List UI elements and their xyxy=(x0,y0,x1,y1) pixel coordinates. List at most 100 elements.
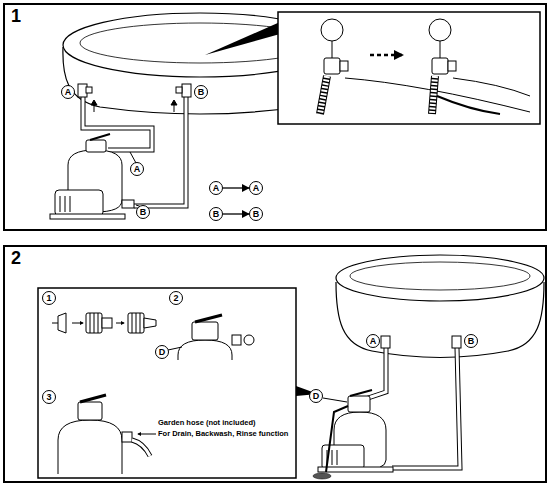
callout-circle: D xyxy=(309,389,323,403)
sand-filter xyxy=(86,140,106,152)
sand-filter xyxy=(350,390,372,396)
callout-text: A xyxy=(250,182,262,194)
step-panel: 1A B A B A A B B xyxy=(3,3,547,231)
valve-detail xyxy=(432,76,435,114)
callout-circle: A xyxy=(209,181,223,195)
callout-text: A xyxy=(367,335,379,347)
sand-filter xyxy=(348,396,370,412)
valve-top xyxy=(178,340,232,360)
connector-arrow xyxy=(223,187,249,188)
valve-with-hose xyxy=(58,395,150,474)
valve-detail xyxy=(320,76,327,114)
plug-and-fitting xyxy=(52,323,58,324)
valve-detail xyxy=(453,78,530,96)
valve-top xyxy=(232,335,241,345)
pointer-wedge xyxy=(205,22,280,55)
pool xyxy=(336,255,544,301)
callout-text: B xyxy=(195,86,207,98)
callout-circle: 3 xyxy=(42,390,56,404)
valve-top xyxy=(192,322,218,340)
inset-frame xyxy=(38,288,296,478)
hose-fitting xyxy=(452,336,461,348)
callout-circle: B xyxy=(209,207,223,221)
valve-detail xyxy=(324,58,340,74)
water-puddle xyxy=(313,473,331,479)
valve-with-hose xyxy=(80,395,106,402)
leader-line xyxy=(130,152,142,207)
drain-hose xyxy=(323,398,348,472)
callout-circle: A xyxy=(249,181,263,195)
callout-circle: 2 xyxy=(169,291,183,305)
plug-and-fitting xyxy=(144,318,156,328)
valve-detail xyxy=(320,76,327,114)
callout-text: D xyxy=(156,346,168,358)
callout-circle: 1 xyxy=(42,291,56,305)
callout-text: 1 xyxy=(43,292,55,304)
callout-circle: D xyxy=(155,345,169,359)
hose-fitting xyxy=(78,84,191,97)
valve-detail xyxy=(340,61,348,71)
callout-text: B xyxy=(465,335,477,347)
hose-fitting xyxy=(86,87,92,93)
callout-text: A xyxy=(62,86,74,98)
pool xyxy=(350,262,530,290)
note-arrow xyxy=(138,434,156,435)
sand-filter xyxy=(60,196,70,212)
hose xyxy=(392,348,460,468)
callout-circle: B xyxy=(464,334,478,348)
callout-text: 3 xyxy=(43,391,55,403)
valve-detail xyxy=(432,58,448,74)
plug-and-fitting xyxy=(116,323,124,324)
sand-filter xyxy=(122,200,134,208)
flow-arrow xyxy=(91,100,97,105)
plug-and-fitting xyxy=(90,313,98,333)
step-number: 1 xyxy=(11,6,21,27)
valve-with-hose xyxy=(78,402,102,420)
hose xyxy=(134,97,186,206)
sand-filter xyxy=(50,134,134,219)
valve-top xyxy=(168,315,254,360)
dashed-arrow xyxy=(370,55,402,56)
callout-text: A xyxy=(131,163,143,175)
plug-and-fitting xyxy=(52,313,156,333)
callout-circle: A xyxy=(61,85,75,99)
callout-circle: B xyxy=(249,207,263,221)
valve-detail xyxy=(437,96,500,114)
callout-text: B xyxy=(210,208,222,220)
plug-and-fitting xyxy=(58,313,66,333)
valve-detail xyxy=(448,61,456,71)
note-text: For Drain, Backwash, Rinse function xyxy=(158,429,308,439)
hose-fitting xyxy=(176,87,182,93)
valve-top xyxy=(168,347,182,350)
pool xyxy=(336,255,544,358)
plug-and-fitting xyxy=(128,313,144,333)
valve-detail xyxy=(321,19,343,41)
note-text: Garden hose (not included) xyxy=(158,418,308,428)
callout-circle: A xyxy=(130,162,144,176)
valve-with-hose xyxy=(132,440,150,456)
callout-text: B xyxy=(137,206,149,218)
valve-detail xyxy=(440,41,441,58)
water-puddle xyxy=(313,473,331,479)
callout-text: A xyxy=(210,182,222,194)
inset-frame xyxy=(278,12,540,124)
dashed-arrow xyxy=(370,54,402,57)
hose-fitting xyxy=(381,336,390,348)
callout-text: D xyxy=(310,390,322,402)
valve-with-hose xyxy=(58,420,122,474)
step-panel: 212D3ABD xyxy=(3,245,547,483)
plug-and-fitting xyxy=(102,318,112,328)
callout-circle: B xyxy=(194,85,208,99)
sand-filter xyxy=(318,390,393,472)
sand-filter xyxy=(318,467,393,472)
connector-arrow xyxy=(223,213,249,214)
valve-with-hose xyxy=(122,432,132,442)
inset-frame xyxy=(38,288,296,478)
valve-detail xyxy=(432,76,435,114)
valve-top xyxy=(195,315,222,322)
note-arrow xyxy=(138,434,156,435)
callout-text: B xyxy=(250,208,262,220)
valve-detail xyxy=(429,19,451,41)
